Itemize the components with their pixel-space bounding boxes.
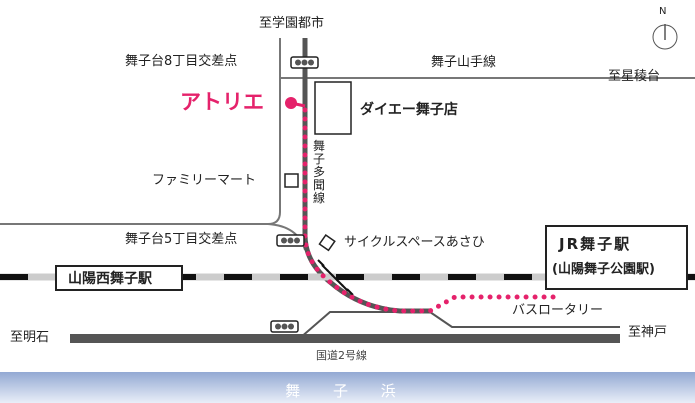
traffic-light-icon — [276, 234, 305, 247]
label-to-seiryodai: 至星稜台 — [608, 69, 661, 84]
road-bus-rotary — [429, 311, 620, 328]
label-to-akashi: 至明石 — [10, 330, 50, 345]
label-intersection-8chome: 舞子台8丁目交差点 — [125, 54, 238, 69]
daiei-building — [314, 81, 352, 135]
jr-maiko-station: JR舞子駅 (山陽舞子公園駅) — [545, 225, 688, 290]
label-maiko-tamon-line: 舞子多聞線 — [313, 139, 326, 205]
label-route-2: 国道2号線 — [316, 349, 367, 362]
compass-north-label: N — [659, 6, 667, 17]
label-to-kobe: 至神戸 — [628, 325, 668, 340]
walking-route — [302, 107, 558, 314]
route-2-road — [70, 334, 620, 343]
label-daiei: ダイエー舞子店 — [360, 102, 458, 118]
traffic-light-icon — [290, 56, 319, 69]
label-to-gakuen-toshi: 至学園都市 — [259, 16, 325, 31]
family-mart-icon — [284, 173, 299, 188]
cycle-space-icon — [318, 233, 336, 252]
maiko-beach-band: 舞 子 浜 — [0, 372, 695, 403]
railway-crossing-hatch — [317, 259, 354, 296]
label-cycle-space: サイクルスペースあさひ — [344, 235, 485, 250]
label-maiko-beach: 舞 子 浜 — [285, 382, 410, 400]
label-intersection-5chome: 舞子台5丁目交差点 — [125, 232, 238, 247]
traffic-light-icon — [270, 320, 299, 333]
label-maiko-yamate-line: 舞子山手線 — [431, 55, 497, 70]
compass-icon — [652, 24, 678, 50]
label-bus-rotary: バスロータリー — [512, 303, 604, 318]
sanyo-nishi-maiko-label: 山陽西舞子駅 — [68, 271, 152, 287]
jr-maiko-label: JR舞子駅 — [559, 235, 632, 253]
label-atelier: アトリエ — [180, 90, 264, 114]
sanyo-maiko-koen-label: (山陽舞子公園駅) — [552, 262, 655, 277]
label-family-mart: ファミリーマート — [152, 173, 257, 188]
sanyo-nishi-maiko-station: 山陽西舞子駅 — [55, 265, 183, 291]
